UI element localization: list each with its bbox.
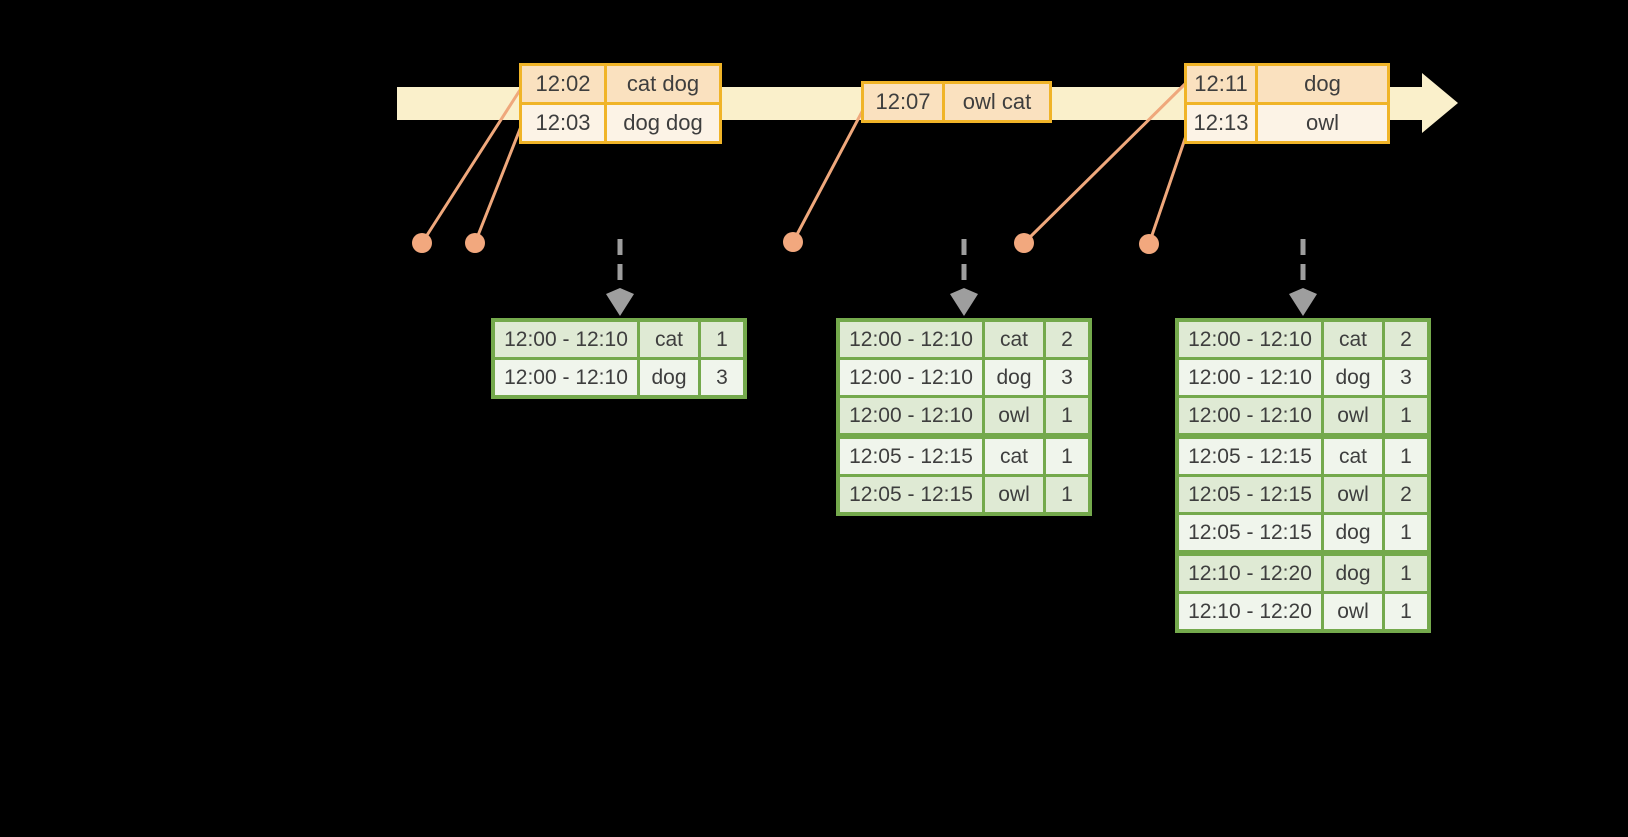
table-row: 12:00 - 12:10 cat 2 (840, 322, 1088, 357)
timeline-arrowhead-icon (1422, 73, 1458, 133)
result-table-3: 12:00 - 12:10 cat 2 12:00 - 12:10 dog 3 … (1175, 318, 1431, 633)
event-table-1: 12:02 cat dog 12:03 dog dog (519, 63, 722, 144)
window-cell: 12:00 - 12:10 (495, 322, 637, 357)
trigger-dots (412, 232, 1159, 254)
word-cell: cat (640, 322, 698, 357)
event-time-cell: 12:03 (522, 105, 604, 141)
count-cell: 1 (1046, 398, 1088, 433)
table-row: 12:05 - 12:15 cat 1 (1179, 439, 1427, 474)
down-arrow-icon (606, 288, 634, 316)
word-cell: dog (640, 360, 698, 395)
word-cell: owl (1324, 398, 1382, 433)
table-row: 12:00 - 12:10 cat 2 (1179, 322, 1427, 357)
window-cell: 12:05 - 12:15 (1179, 439, 1321, 474)
window-cell: 12:10 - 12:20 (1179, 556, 1321, 591)
trigger-dot-icon (783, 232, 803, 252)
event-time-cell: 12:07 (864, 84, 942, 120)
window-cell: 12:05 - 12:15 (840, 477, 982, 512)
window-cell: 12:00 - 12:10 (1179, 398, 1321, 433)
count-cell: 1 (1385, 439, 1427, 474)
down-arrow-icon (1289, 288, 1317, 316)
count-cell: 3 (1385, 360, 1427, 395)
word-cell: owl (985, 398, 1043, 433)
table-row: 12:02 cat dog (522, 66, 719, 102)
table-row: 12:00 - 12:10 dog 3 (840, 360, 1088, 395)
word-cell: dog (1324, 515, 1382, 550)
table-row: 12:00 - 12:10 cat 1 (495, 322, 743, 357)
window-cell: 12:00 - 12:10 (1179, 360, 1321, 395)
window-cell: 12:05 - 12:15 (1179, 477, 1321, 512)
count-cell: 1 (1385, 594, 1427, 629)
down-arrow-icon (950, 288, 978, 316)
table-row: 12:00 - 12:10 owl 1 (840, 398, 1088, 433)
word-cell: cat (1324, 439, 1382, 474)
count-cell: 1 (1385, 515, 1427, 550)
event-table-3: 12:11 dog 12:13 owl (1184, 63, 1390, 144)
count-cell: 1 (1385, 556, 1427, 591)
event-words-cell: dog (1258, 66, 1387, 102)
table-row: 12:05 - 12:15 dog 1 (1179, 515, 1427, 550)
table-row: 12:13 owl (1187, 105, 1387, 141)
trigger-dot-icon (1139, 234, 1159, 254)
event-words-cell: owl cat (945, 84, 1049, 120)
event-table-2: 12:07 owl cat (861, 81, 1052, 123)
table-row: 12:00 - 12:10 dog 3 (1179, 360, 1427, 395)
event-connector-line (420, 88, 522, 245)
window-cell: 12:00 - 12:10 (495, 360, 637, 395)
count-cell: 1 (1385, 398, 1427, 433)
count-cell: 3 (1046, 360, 1088, 395)
word-cell: cat (985, 439, 1043, 474)
event-words-cell: cat dog (607, 66, 719, 102)
window-cell: 12:05 - 12:15 (840, 439, 982, 474)
word-cell: cat (1324, 322, 1382, 357)
event-connector-line (791, 106, 866, 244)
event-time-cell: 12:13 (1187, 105, 1255, 141)
table-row: 12:10 - 12:20 owl 1 (1179, 594, 1427, 629)
table-row: 12:10 - 12:20 dog 1 (1179, 556, 1427, 591)
trigger-dot-icon (465, 233, 485, 253)
event-time-cell: 12:11 (1187, 66, 1255, 102)
word-cell: cat (985, 322, 1043, 357)
word-cell: dog (1324, 360, 1382, 395)
word-cell: dog (985, 360, 1043, 395)
word-cell: dog (1324, 556, 1382, 591)
event-connector-line (1147, 125, 1191, 246)
event-connector-line (473, 122, 524, 245)
window-cell: 12:00 - 12:10 (840, 322, 982, 357)
window-cell: 12:00 - 12:10 (1179, 322, 1321, 357)
event-words-cell: owl (1258, 105, 1387, 141)
word-cell: owl (985, 477, 1043, 512)
event-connector-lines (420, 80, 1191, 246)
word-cell: owl (1324, 477, 1382, 512)
window-cell: 12:00 - 12:10 (840, 360, 982, 395)
table-row: 12:03 dog dog (522, 105, 719, 141)
table-row: 12:05 - 12:15 owl 1 (840, 477, 1088, 512)
table-row: 12:00 - 12:10 owl 1 (1179, 398, 1427, 433)
event-time-cell: 12:02 (522, 66, 604, 102)
count-cell: 3 (701, 360, 743, 395)
table-row: 12:07 owl cat (864, 84, 1049, 120)
count-cell: 1 (1046, 439, 1088, 474)
result-trigger-arrows (606, 239, 1317, 316)
count-cell: 1 (701, 322, 743, 357)
result-table-1: 12:00 - 12:10 cat 1 12:00 - 12:10 dog 3 (491, 318, 747, 399)
count-cell: 1 (1046, 477, 1088, 512)
event-connector-line (1022, 80, 1189, 245)
window-cell: 12:05 - 12:15 (1179, 515, 1321, 550)
table-row: 12:11 dog (1187, 66, 1387, 102)
window-cell: 12:00 - 12:10 (840, 398, 982, 433)
table-row: 12:00 - 12:10 dog 3 (495, 360, 743, 395)
count-cell: 2 (1385, 322, 1427, 357)
window-cell: 12:10 - 12:20 (1179, 594, 1321, 629)
word-cell: owl (1324, 594, 1382, 629)
table-row: 12:05 - 12:15 cat 1 (840, 439, 1088, 474)
table-row: 12:05 - 12:15 owl 2 (1179, 477, 1427, 512)
count-cell: 2 (1385, 477, 1427, 512)
trigger-dot-icon (1014, 233, 1034, 253)
event-words-cell: dog dog (607, 105, 719, 141)
count-cell: 2 (1046, 322, 1088, 357)
trigger-dot-icon (412, 233, 432, 253)
result-table-2: 12:00 - 12:10 cat 2 12:00 - 12:10 dog 3 … (836, 318, 1092, 516)
